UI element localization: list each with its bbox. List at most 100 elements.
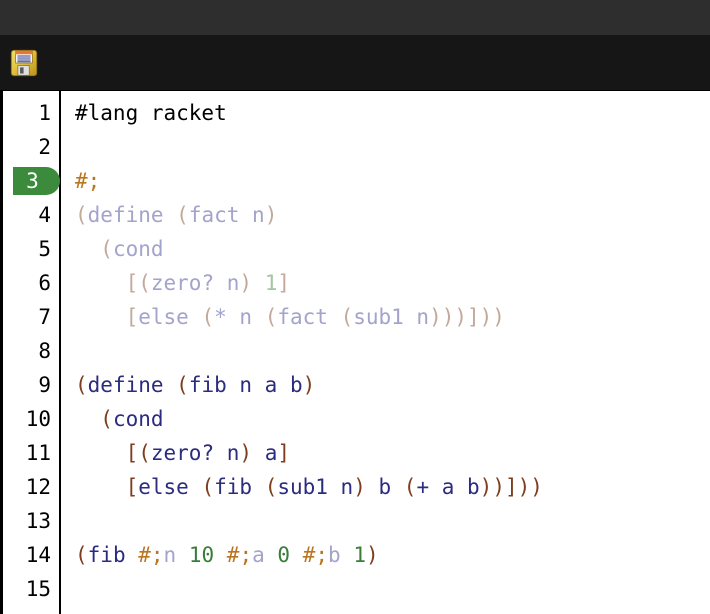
code-token: ) xyxy=(353,475,379,499)
line-number: 10 xyxy=(25,407,51,431)
line-number: 5 xyxy=(38,237,51,261)
code-line[interactable]: [else (fib (sub1 n) b (+ a b))])) xyxy=(75,470,710,504)
code-token: ( xyxy=(403,475,417,499)
code-token: else xyxy=(138,305,202,329)
code-line[interactable]: #lang racket xyxy=(75,96,710,130)
code-token: [( xyxy=(125,441,151,465)
code-token: ) xyxy=(302,373,316,397)
code-token: define xyxy=(87,203,177,227)
code-token: ( xyxy=(201,305,215,329)
code-token xyxy=(176,543,189,567)
code-token: [ xyxy=(125,305,139,329)
code-token: ( xyxy=(75,203,88,227)
code-line[interactable]: (define (fib n a b) xyxy=(75,368,710,402)
code-line[interactable]: [(zero? n) a] xyxy=(75,436,710,470)
code-token: ( xyxy=(100,237,113,261)
editor-toolbar xyxy=(0,35,710,91)
current-line-badge: 3 xyxy=(3,164,60,198)
line-number: 11 xyxy=(25,441,51,465)
code-line[interactable] xyxy=(75,504,710,538)
floppy-disk-save-icon xyxy=(10,49,38,76)
code-token: ( xyxy=(100,407,113,431)
code-line[interactable]: (fib #;n 10 #;a 0 #;b 1) xyxy=(75,538,710,572)
code-token: fact xyxy=(277,305,341,329)
code-token: #; xyxy=(138,543,164,567)
line-number: 1 xyxy=(38,101,51,125)
code-token xyxy=(75,407,100,431)
code-token: 0 xyxy=(277,543,291,567)
line-number: 2 xyxy=(38,135,51,159)
code-line[interactable] xyxy=(75,334,710,368)
line-number: 15 xyxy=(25,577,51,601)
code-token xyxy=(265,543,278,567)
code-token xyxy=(75,441,126,465)
code-token xyxy=(290,543,303,567)
code-token: #lang racket xyxy=(75,101,227,125)
code-token: * n xyxy=(214,305,265,329)
code-token: + a b xyxy=(416,475,480,499)
code-line[interactable] xyxy=(75,130,710,164)
code-line[interactable]: (define (fact n) xyxy=(75,198,710,232)
code-token xyxy=(75,475,126,499)
code-token: define xyxy=(87,373,177,397)
code-token: ] xyxy=(277,271,290,295)
code-token: 1 xyxy=(264,271,278,295)
code-token: ( xyxy=(75,543,88,567)
code-token: )))])) xyxy=(429,305,505,329)
code-token xyxy=(341,543,354,567)
code-token: fib xyxy=(214,475,265,499)
code-token: sub1 n xyxy=(353,305,430,329)
code-token: ( xyxy=(75,373,88,397)
code-token: sub1 n xyxy=(277,475,354,499)
code-token: fib n a b xyxy=(188,373,303,397)
code-token: [ xyxy=(125,475,139,499)
code-token: #; xyxy=(302,543,329,567)
line-number-badge-label: 3 xyxy=(13,167,60,195)
code-token: cond xyxy=(112,237,164,261)
code-token: ) xyxy=(264,203,278,227)
code-line[interactable] xyxy=(75,572,710,606)
line-number: 14 xyxy=(25,543,51,567)
code-token: ) xyxy=(365,543,379,567)
line-number: 9 xyxy=(38,373,51,397)
code-token: ( xyxy=(264,475,278,499)
code-line[interactable]: [(zero? n) 1] xyxy=(75,266,710,300)
code-token: ( xyxy=(201,475,215,499)
code-token: cond xyxy=(112,407,164,431)
code-line[interactable]: #; xyxy=(75,164,710,198)
line-number: 13 xyxy=(25,509,51,533)
line-number: 7 xyxy=(38,305,51,329)
code-token: 1 xyxy=(353,543,366,567)
code-token xyxy=(214,543,227,567)
code-token: b xyxy=(328,543,341,567)
window-titlebar xyxy=(0,0,710,35)
code-token xyxy=(75,305,126,329)
code-token: ( xyxy=(264,305,278,329)
code-line[interactable]: (cond xyxy=(75,402,710,436)
save-button[interactable] xyxy=(6,45,42,81)
code-token: ] xyxy=(277,441,290,465)
code-token: a xyxy=(264,441,278,465)
code-token xyxy=(75,237,100,261)
code-token xyxy=(75,271,126,295)
code-token: ( xyxy=(340,305,354,329)
code-token: ))])) xyxy=(479,475,543,499)
code-token: zero? n xyxy=(150,441,240,465)
code-line[interactable]: (cond xyxy=(75,232,710,266)
line-number: 6 xyxy=(38,271,51,295)
code-token: b xyxy=(378,475,404,499)
code-token: a xyxy=(252,543,265,567)
line-number: 8 xyxy=(38,339,51,363)
code-token: zero? n xyxy=(150,271,240,295)
code-line[interactable]: [else (* n (fact (sub1 n)))])) xyxy=(75,300,710,334)
line-number: 12 xyxy=(25,475,51,499)
code-token: ) xyxy=(239,441,265,465)
code-token: else xyxy=(138,475,202,499)
code-token: #; xyxy=(75,169,101,193)
code-content[interactable]: #lang racket #;(define (fact n) (cond [(… xyxy=(61,91,710,614)
code-token: ) xyxy=(239,271,265,295)
code-token: #; xyxy=(226,543,253,567)
